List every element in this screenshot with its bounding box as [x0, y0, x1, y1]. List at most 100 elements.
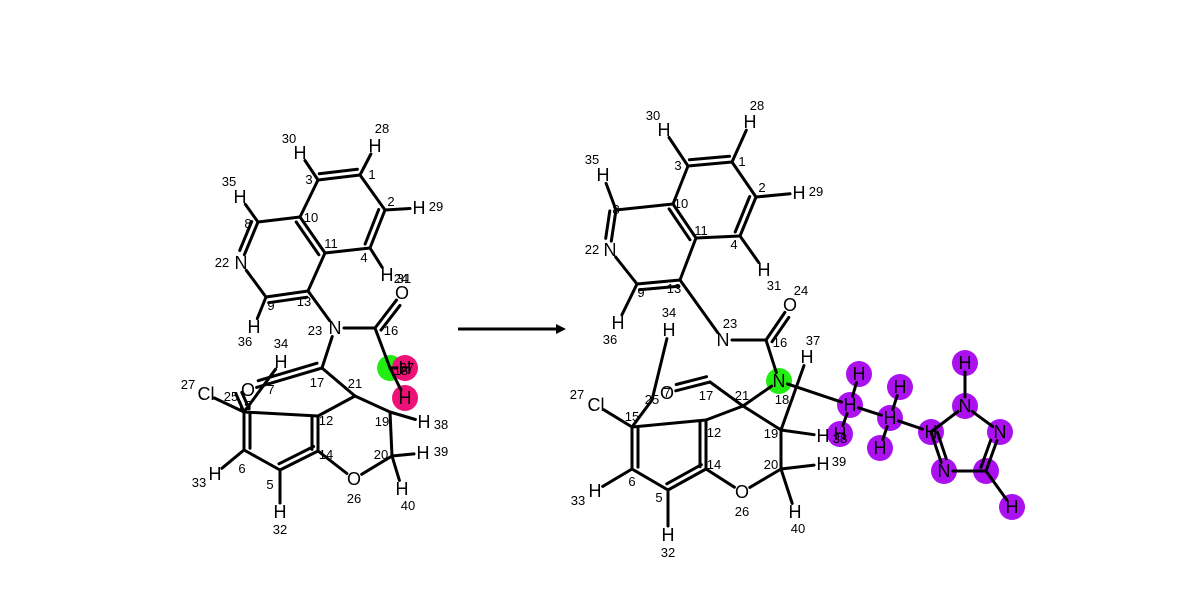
product-bond-C2-C4-double: [733, 195, 752, 234]
reactant-bond-C11-C10: [298, 215, 327, 255]
product-highlight-P3: [887, 374, 913, 400]
product-atom-index-H38: 38: [833, 431, 847, 446]
reactant-atom-index-Cl27: 27: [181, 377, 195, 392]
reactant-bond-C11-C10-double: [294, 220, 321, 257]
reactant-atom-symbol-H40: H: [396, 479, 409, 499]
reactant-bond-C20-H39: [390, 452, 416, 458]
product-bond-C1-C3: [686, 160, 734, 168]
product-atom-index-C12: 12: [707, 425, 721, 440]
product-atom-symbol-H40: H: [789, 502, 802, 522]
reactant-atom-symbol-H33: H: [209, 464, 222, 484]
product-bond-C12-C21: [704, 404, 745, 422]
product-atom-index-O7: 7: [663, 385, 670, 400]
product-bond-P2-P4: [857, 406, 883, 417]
reactant-bond-N22-C9: [244, 268, 268, 299]
reactant-atom-index-H36: 36: [238, 334, 252, 349]
reactant-atom-symbol-H34: H: [275, 352, 288, 372]
product-bond-C9-C13-double: [638, 284, 681, 292]
product-atom-symbol-H30: H: [658, 120, 671, 140]
product-bond-PN3-PC1: [929, 430, 943, 464]
reactant-atom-symbol-O7: O: [241, 380, 255, 400]
reactant-atom-index-C5: 5: [266, 477, 273, 492]
reactant-atom-symbol-O24: O: [395, 283, 409, 303]
reactant-bond-C15-Cl27: [212, 396, 246, 414]
reactant-atom-index-H34: 34: [274, 336, 288, 351]
product-atom-index-N22: 22: [585, 242, 599, 257]
product-atom-index-C16: 16: [773, 335, 787, 350]
product-bond-P4-P3: [891, 394, 899, 411]
reactant-atom-index-C15: 15: [237, 398, 251, 413]
product-atom-symbol-Cl27: Cl: [588, 395, 605, 415]
reactant-bond-C6-C5: [242, 448, 282, 472]
product-highlight-P5: [827, 421, 853, 447]
reactant-atom-index-C18: 18: [394, 363, 408, 378]
reactant-atom-index-H31: 31: [397, 271, 411, 286]
reactant-atom-symbol-H39: H: [417, 443, 430, 463]
reactant-atom-index-C19: 19: [375, 414, 389, 429]
reactant-atom-index-H33: 33: [192, 475, 206, 490]
product-atom-index-C20: 20: [764, 457, 778, 472]
reactant-bond-C12-C15: [242, 410, 320, 418]
reactant-atom-index-H40: 40: [401, 498, 415, 513]
reactant-atom-symbol-H30: H: [294, 143, 307, 163]
product-bond-N22-C9: [614, 255, 639, 286]
reactant-atom-index-C4: 4: [360, 250, 367, 265]
product-bond-C17-O7-double: [674, 375, 709, 386]
reactant-atom-symbol-H32: H: [274, 502, 287, 522]
product-atom-symbol-P3: H: [894, 377, 907, 397]
product-bond-C21-C19: [741, 404, 783, 432]
reactant-atom-index-H38: 38: [434, 417, 448, 432]
product-bond-C6-C5: [630, 467, 670, 492]
product-atom-symbol-H38: H: [817, 426, 830, 446]
product-bond-C1-C2: [730, 160, 758, 199]
reactant-atom-symbol-H36: H: [248, 317, 261, 337]
product-atom-symbol-H39: H: [817, 454, 830, 474]
reactant-bond-N23-C17: [320, 335, 334, 370]
reactant-bond-C13-N23: [306, 289, 332, 323]
reactant-atom-index-C10: 10: [304, 210, 318, 225]
product-atom-index-H34: 34: [662, 305, 676, 320]
product-bond-C12-C15: [630, 418, 708, 429]
reactant-atom-symbol-H38: H: [418, 412, 431, 432]
product-bond-PC2-PH2: [984, 469, 1009, 502]
product-atom-index-O26: 26: [735, 504, 749, 519]
product-atom-symbol-H35: H: [597, 165, 610, 185]
reactant-atom-index-C6: 6: [238, 461, 245, 476]
reactant-atom-symbol-N22: N: [235, 253, 248, 273]
reactant-bond-C5-C14: [278, 449, 320, 472]
product-bond-C13-N23: [678, 278, 720, 335]
reactant-bond-C8-N22-double: [238, 220, 254, 252]
reactant-atom-symbol-H35: H: [234, 187, 247, 207]
product-bond-C3-H30: [667, 136, 690, 168]
product-atom-index-C14: 14: [707, 457, 721, 472]
reactant-bond-C12-C21: [316, 394, 357, 418]
product-bond-C8-N22: [609, 208, 618, 243]
product-bond-O26-C14: [704, 467, 736, 489]
product-atom-symbol-PN3: N: [938, 461, 951, 481]
product-atom-index-N18: 18: [775, 392, 789, 407]
product-atom-index-O24: 24: [794, 283, 808, 298]
product-bond-C8-N22-double: [604, 209, 612, 240]
reactant-bond-C15-C25: [234, 392, 246, 414]
product-bond-P4-P6: [881, 425, 889, 441]
reactant-atom-symbol-O26: O: [347, 469, 361, 489]
product-bond-C11-C10: [671, 202, 698, 240]
reaction-arrow-head: [556, 324, 566, 334]
product-bond-C19-H37: [779, 364, 806, 432]
product-bond-PN1-PN2: [970, 409, 995, 429]
reactant-atom-index-C20: 20: [374, 447, 388, 462]
reactant-bond-C17-O7: [255, 366, 324, 389]
reactant-bond-C19-H38: [388, 410, 417, 421]
product-atom-symbol-PN2: N: [994, 422, 1007, 442]
product-atom-index-C11: 11: [694, 223, 708, 238]
reactant-bond-C10-C8: [256, 215, 302, 224]
product-atom-index-C9: 9: [637, 285, 644, 300]
product-atom-index-H29: 29: [809, 184, 823, 199]
reactant-bond-C1-C2: [358, 173, 387, 212]
product-bond-C10-C3: [671, 164, 690, 206]
product-bond-C9-H36: [620, 282, 639, 317]
product-bond-C6-H33: [601, 467, 634, 488]
product-bond-C4-C11: [694, 234, 742, 240]
product-atom-index-N23: 23: [723, 316, 737, 331]
